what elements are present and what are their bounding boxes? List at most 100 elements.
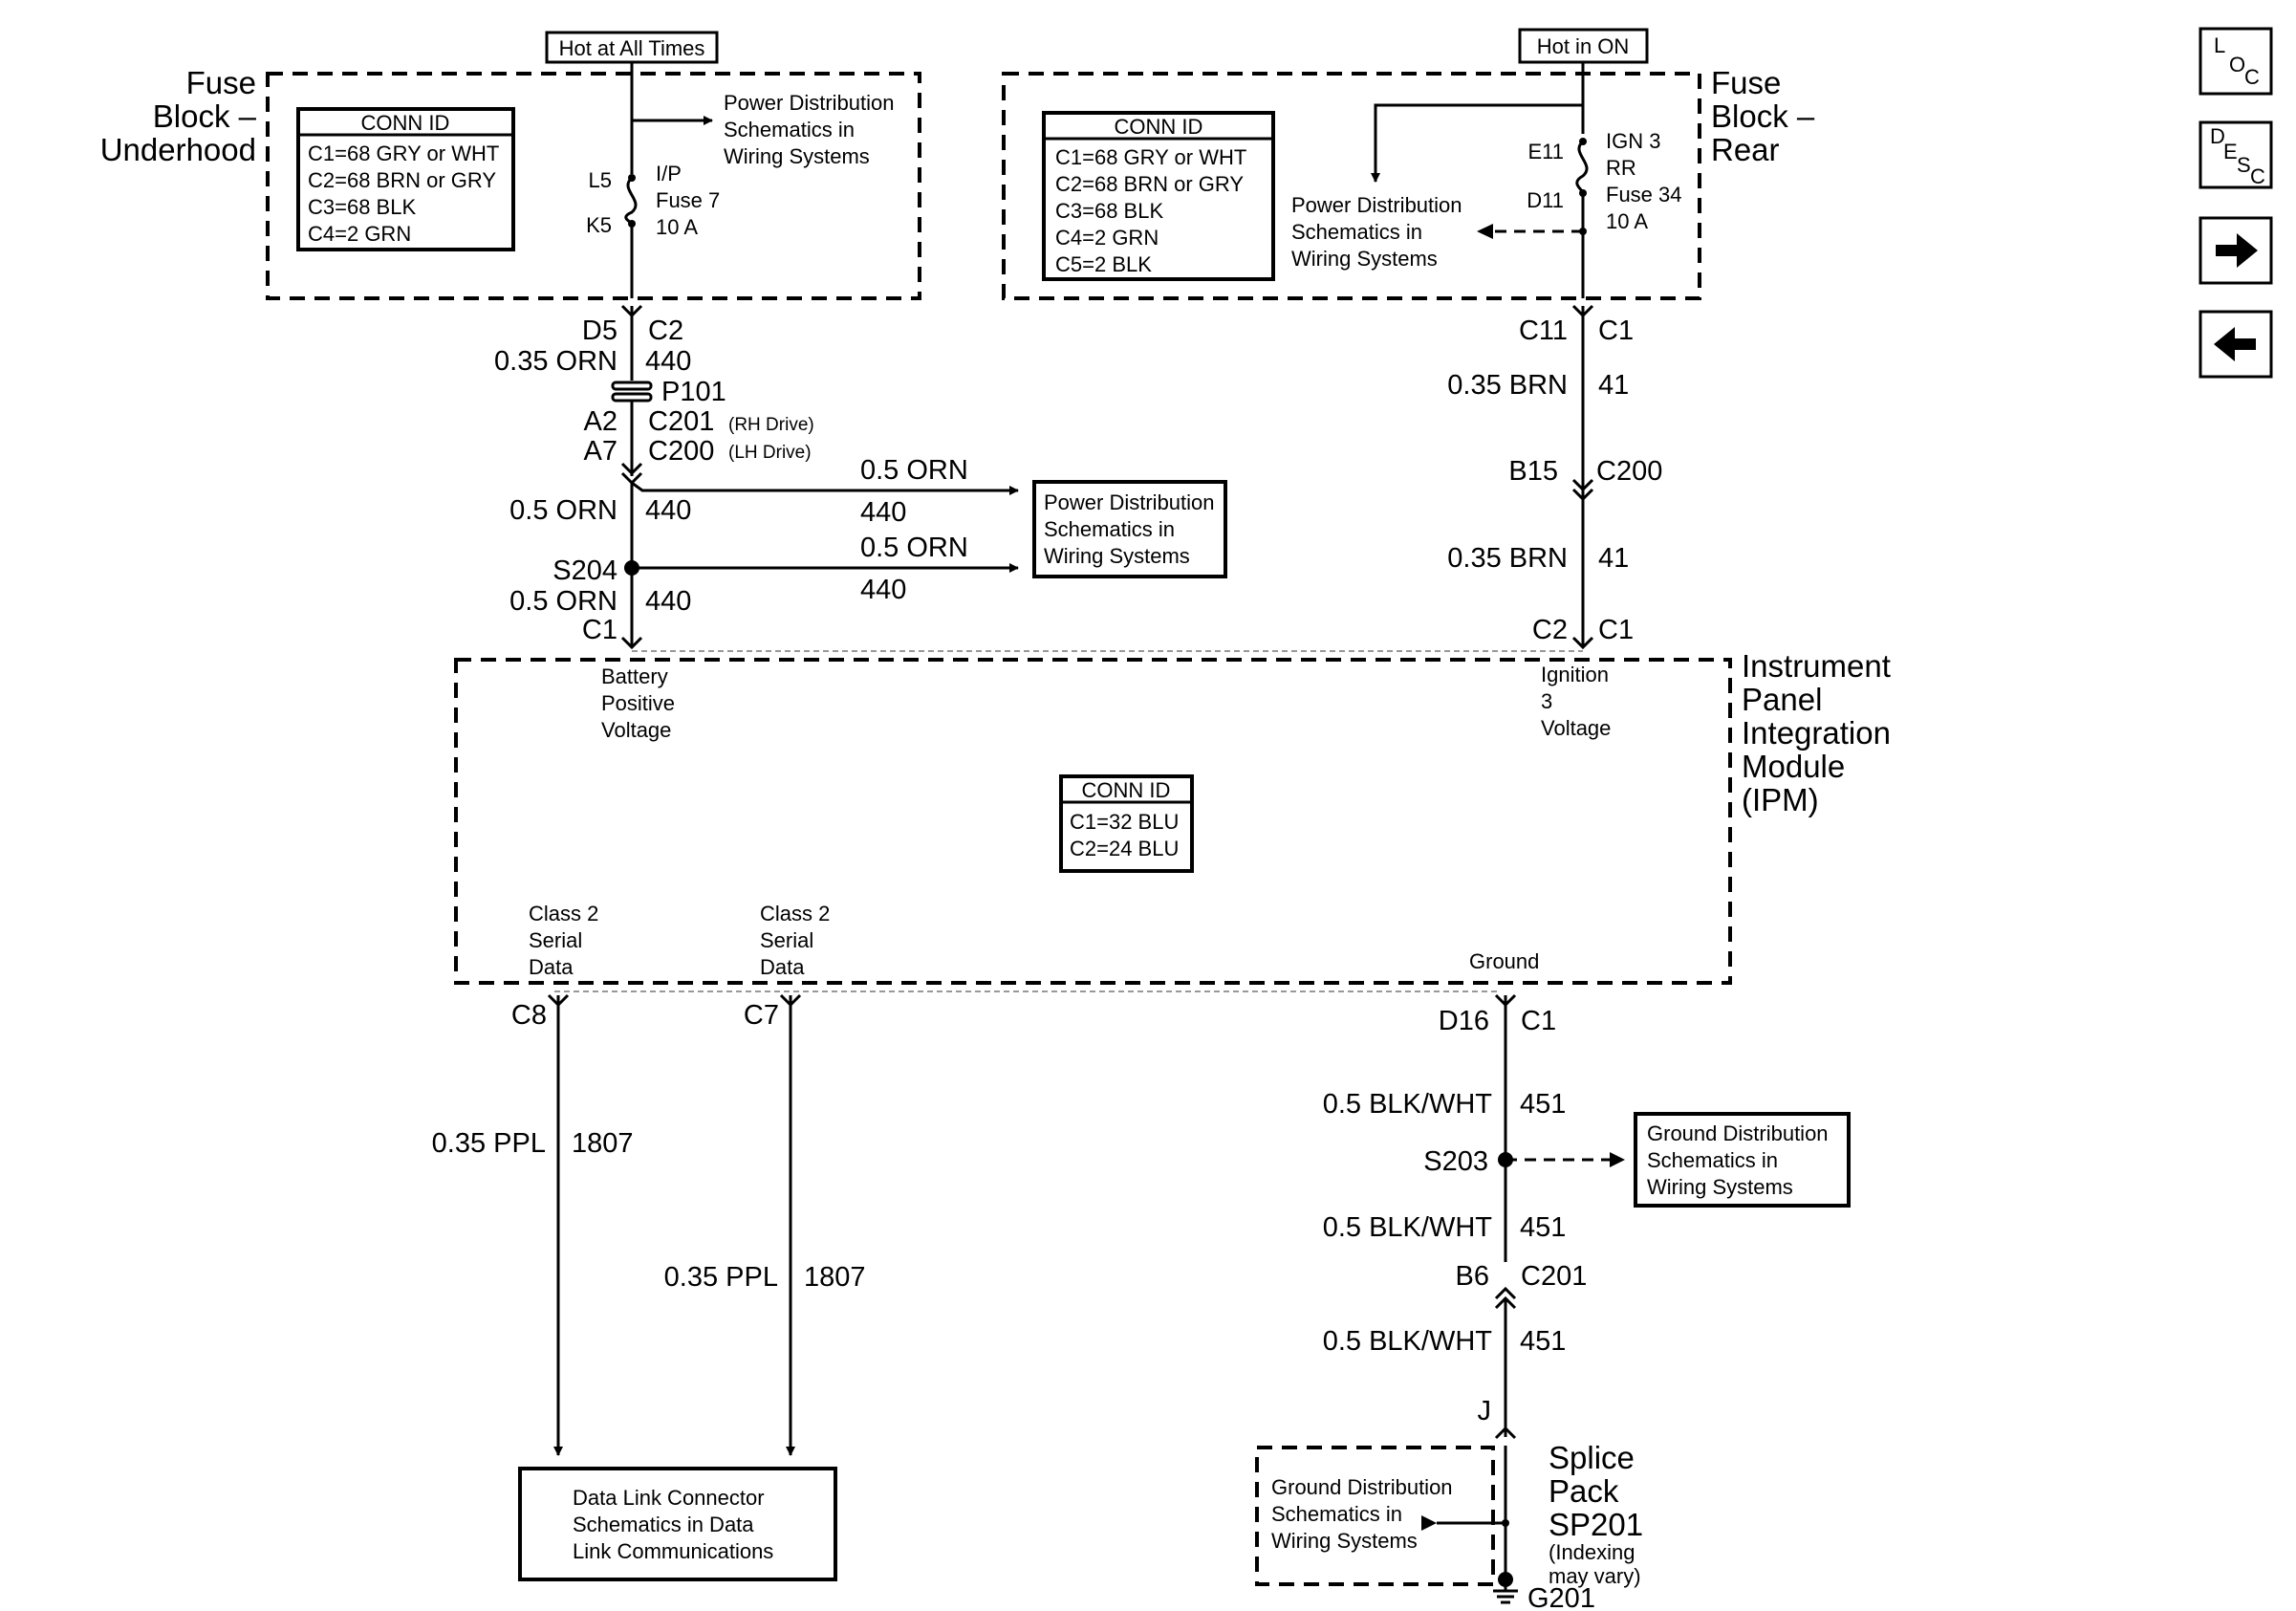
branch-440-b-circuit: 440 [860, 575, 906, 605]
gd-splice-line: Schematics in [1271, 1502, 1402, 1526]
splice-pack-sp201: Splice Pack SP201 (Indexing may vary) Gr… [1255, 1440, 1643, 1611]
dlc-line: Schematics in Data [573, 1513, 754, 1536]
class2-a-line: Serial [529, 928, 582, 952]
fuse-34-icon [1575, 138, 1589, 197]
arrow-left-icon [2214, 327, 2256, 361]
gd-splice-line: Wiring Systems [1271, 1529, 1418, 1553]
lh-drive-note: (LH Drive) [728, 443, 812, 463]
circuit-41: C11 C1 0.35 BRN 41 B15 C200 0.35 BRN 41 … [1447, 304, 1662, 650]
conn-id-underhood-line: C4=2 GRN [308, 222, 411, 246]
conn-id-ipm-line: C2=24 BLU [1070, 837, 1179, 860]
connector-c201-ground: C201 [1521, 1261, 1587, 1292]
circuit-440: D5 C2 0.35 ORN 440 P101 A2 C201 (RH Driv… [494, 304, 1227, 650]
fuse-block-underhood-title-1: Fuse [186, 65, 256, 100]
fuse-7-line: I/P [656, 162, 682, 185]
conn-id-rear-line: C1=68 GRY or WHT [1055, 145, 1246, 169]
p101-connector-icon [611, 381, 653, 403]
loc-button[interactable]: L O C [2199, 27, 2273, 96]
fuse-7-line: Fuse 7 [656, 188, 720, 212]
arrow-right-icon [2216, 233, 2258, 268]
fuse-7-line: 10 A [656, 215, 698, 239]
fuse-34-line: 10 A [1606, 209, 1648, 233]
circuit-1807-b: 1807 [804, 1262, 866, 1293]
desc-button[interactable]: D E S C [2199, 120, 2273, 189]
circuit-41-a: 41 [1598, 370, 1629, 401]
conn-id-ipm-line: C1=32 BLU [1070, 810, 1179, 834]
desc-letter: S [2237, 153, 2251, 177]
desc-letter: E [2223, 140, 2238, 163]
indexing-note: (Indexing [1549, 1540, 1635, 1564]
conn-id-rear: CONN ID C1=68 GRY or WHT C2=68 BRN or GR… [1042, 111, 1275, 281]
circuit-451-c: 451 [1520, 1326, 1566, 1357]
circuit-451-a: 451 [1520, 1089, 1566, 1120]
ipm-title-line: Instrument [1742, 648, 1891, 684]
pin-d11: D11 [1527, 188, 1564, 212]
gd-splice-line: Ground Distribution [1271, 1475, 1453, 1499]
hot-in-on-label: Hot in ON [1537, 34, 1630, 58]
instrument-panel-integration-module: Instrument Panel Integration Module (IPM… [454, 648, 1891, 992]
pin-l5: L5 [589, 168, 612, 192]
branch-440-b-wire: 0.5 ORN [860, 533, 968, 563]
conn-id-rear-line: C4=2 GRN [1055, 226, 1159, 250]
conn-id-rear-line: C2=68 BRN or GRY [1055, 172, 1244, 196]
battery-voltage-line: Voltage [601, 718, 671, 742]
pd-underhood-line: Wiring Systems [724, 144, 870, 168]
class2-b-line: Serial [760, 928, 813, 952]
ground-distribution-box: Ground Distribution Schematics in Wiring… [1634, 1112, 1851, 1208]
ipm-title-line: Module [1742, 749, 1845, 784]
loc-letter: L [2214, 33, 2225, 57]
wire-41-b: 0.35 BRN [1447, 543, 1568, 574]
pd-box-line: Wiring Systems [1044, 544, 1190, 568]
connector-c2: C2 [648, 316, 683, 346]
pd-underhood-line: Power Distribution [724, 91, 895, 115]
pd-rear-line: Wiring Systems [1291, 247, 1438, 271]
conn-id-underhood-line: C1=68 GRY or WHT [308, 142, 499, 165]
connector-c200: C200 [648, 436, 714, 467]
next-button[interactable] [2199, 216, 2273, 285]
circuit-41-b: 41 [1598, 543, 1629, 574]
circuit-440-b: 440 [645, 495, 691, 526]
pd-rear-line: Schematics in [1291, 220, 1422, 244]
ignition-voltage-line: Ignition [1541, 663, 1609, 686]
class2-a-line: Data [529, 955, 574, 979]
ignition-voltage-line: 3 [1541, 689, 1552, 713]
fuse-block-underhood: Fuse Block – Underhood CONN ID C1=68 GRY… [100, 31, 921, 300]
wire-451-c: 0.5 BLK/WHT [1323, 1326, 1493, 1357]
power-distribution-box: Power Distribution Schematics in Wiring … [1032, 480, 1227, 578]
connector-c8: C8 [511, 1000, 547, 1031]
gd-box-line: Ground Distribution [1647, 1121, 1829, 1145]
desc-letter: D [2210, 124, 2225, 148]
conn-id-underhood-line: C2=68 BRN or GRY [308, 168, 496, 192]
connector-c1-ground: C1 [1521, 1006, 1556, 1036]
wire-451-a: 0.5 BLK/WHT [1323, 1089, 1493, 1120]
circuit-1807-a: 1807 [572, 1128, 634, 1159]
nav-buttons: L O C D E S C [2199, 27, 2273, 379]
connector-b15: B15 [1508, 456, 1558, 487]
wire-440-a: 0.35 ORN [494, 346, 617, 377]
wire-440-c: 0.5 ORN [509, 586, 617, 617]
conn-id-ipm: CONN ID C1=32 BLU C2=24 BLU [1059, 774, 1194, 873]
connector-a2: A2 [584, 406, 617, 437]
class2-a-line: Class 2 [529, 902, 598, 925]
rh-drive-note: (RH Drive) [728, 415, 814, 435]
dlc-line: Link Communications [573, 1539, 773, 1563]
fuse-block-rear-title-1: Fuse [1711, 65, 1781, 100]
ipm-title-line: Panel [1742, 682, 1822, 717]
connector-b6: B6 [1456, 1261, 1489, 1292]
connector-a7: A7 [584, 436, 617, 467]
fuse-block-rear: Fuse Block – Rear CONN ID C1=68 GRY or W… [1002, 28, 1815, 300]
connector-c1-rear: C1 [1598, 316, 1634, 346]
fuse-34-line: Fuse 34 [1606, 183, 1682, 207]
connector-p101: P101 [661, 377, 726, 407]
ipm-title-line: Integration [1742, 715, 1891, 751]
splice-pack-line: Pack [1549, 1473, 1619, 1509]
prev-button[interactable] [2199, 310, 2273, 379]
conn-id-rear-title: CONN ID [1115, 115, 1203, 139]
conn-id-ipm-title: CONN ID [1082, 778, 1171, 802]
battery-voltage-line: Positive [601, 691, 675, 715]
connector-j: J [1478, 1396, 1492, 1426]
desc-letter: C [2250, 164, 2265, 188]
ipm-title-line: (IPM) [1742, 782, 1819, 817]
ipm-ground-label: Ground [1469, 949, 1539, 973]
